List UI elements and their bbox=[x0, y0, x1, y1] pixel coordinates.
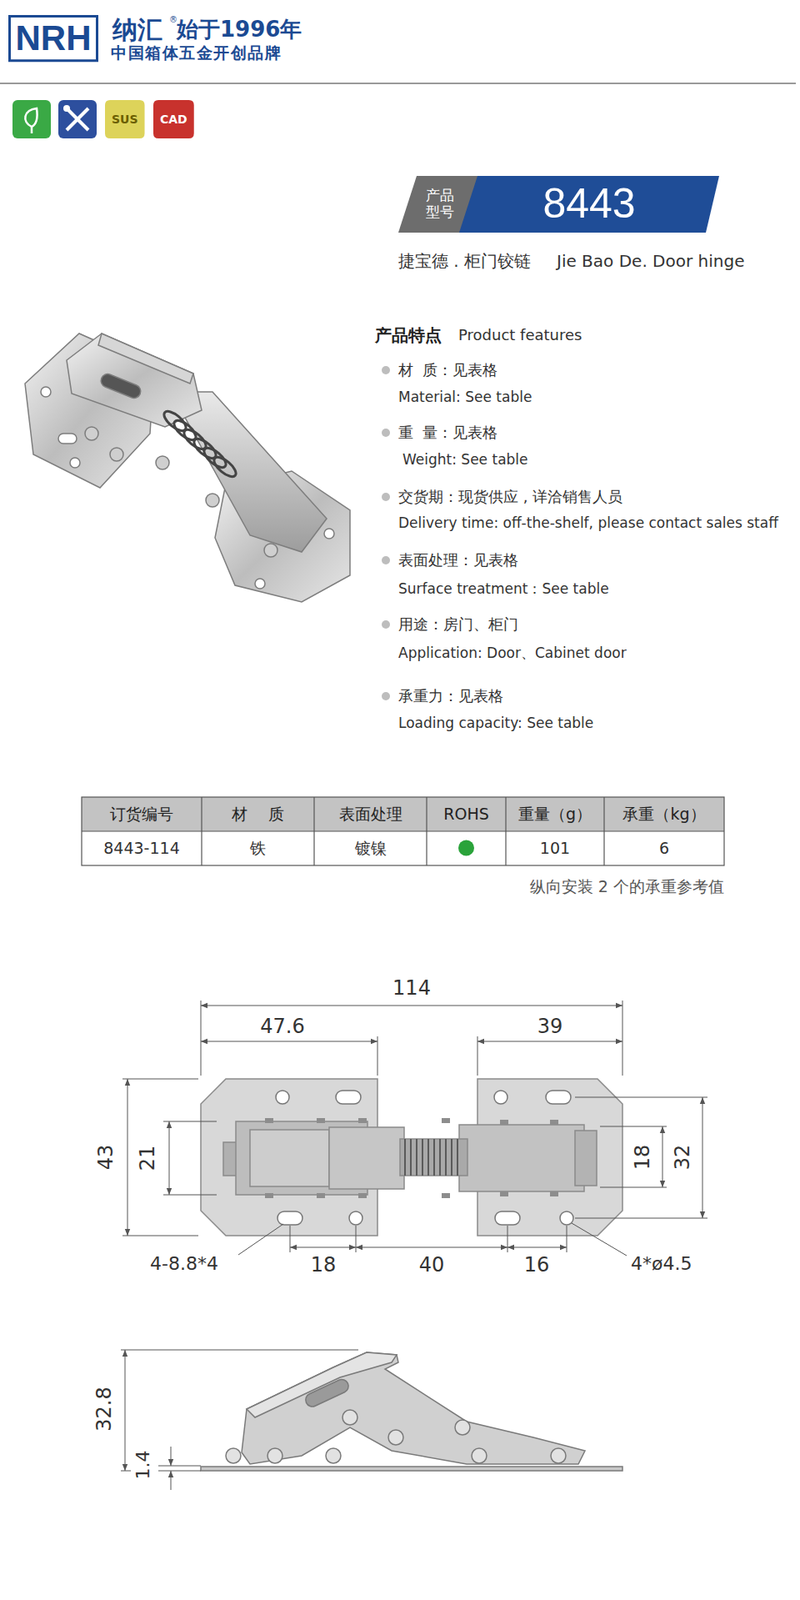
table-header: ROHS bbox=[443, 805, 490, 824]
feature-text: 材 质：见表格 bbox=[398, 361, 498, 380]
eco-icon bbox=[12, 100, 51, 139]
dimension-label: 47.6 bbox=[260, 1015, 305, 1039]
table-header: 材 质 bbox=[231, 805, 284, 824]
feature-text: 承重力：见表格 bbox=[398, 687, 504, 705]
feature-text: Delivery time: off-the-shelf, please con… bbox=[398, 515, 779, 532]
dimension-lines bbox=[122, 1000, 708, 1255]
table-cell: 镀镍 bbox=[355, 839, 387, 858]
table-cell: 8443-114 bbox=[103, 839, 180, 858]
feature-text: 交货期：现货供应 , 详洽销售人员 bbox=[398, 488, 623, 506]
table-header: 表面处理 bbox=[339, 805, 403, 824]
dimension-label: 1.4 bbox=[132, 1450, 154, 1480]
feature-bullets bbox=[381, 365, 390, 700]
table-header: 订货编号 bbox=[110, 805, 174, 824]
feature-text: Application: Door、Cabinet door bbox=[398, 645, 627, 662]
table-note: 纵向安装 2 个的承重参考值 bbox=[530, 877, 725, 896]
node-text: SUS bbox=[111, 112, 139, 126]
feature-text: 表面处理：见表格 bbox=[398, 551, 519, 570]
trademark: ® bbox=[169, 15, 178, 25]
table-cell: 铁 bbox=[250, 839, 266, 858]
header-rule bbox=[0, 82, 796, 85]
table-cell: 101 bbox=[540, 839, 570, 858]
dimension-label: 114 bbox=[392, 976, 431, 1000]
node-shape bbox=[153, 100, 195, 139]
dimension-label: 32.8 bbox=[93, 1385, 117, 1430]
material-icon: SUS bbox=[105, 100, 145, 139]
table-cell: 6 bbox=[659, 839, 670, 858]
logo-box: NRH bbox=[8, 15, 99, 62]
dimension-label: 4-8.8*4 bbox=[150, 1252, 219, 1274]
node-text: 8443 bbox=[542, 180, 635, 229]
feature-text: Weight: See table bbox=[402, 451, 529, 469]
spec-table bbox=[81, 796, 725, 865]
feature-text: Surface treatment：See table bbox=[398, 580, 610, 598]
product-name: 捷宝德 . 柜门铰链 bbox=[398, 251, 531, 271]
dimension-label: 43 bbox=[95, 1144, 119, 1170]
node-text: CAD bbox=[160, 112, 188, 126]
dimension-label: 18 bbox=[310, 1253, 337, 1277]
hinge-side-view bbox=[200, 1351, 623, 1470]
dimension-label: 18 bbox=[631, 1144, 655, 1170]
dimension-label: 40 bbox=[419, 1253, 445, 1277]
dimension-label: 4*ø4.5 bbox=[630, 1252, 692, 1274]
brand-slogan: 始于1996年 bbox=[176, 17, 302, 43]
product-name: Jie Bao De. Door hinge bbox=[556, 251, 745, 271]
rohs-dot bbox=[458, 840, 475, 856]
feature-text: 重 量：见表格 bbox=[398, 424, 498, 442]
dimension-lines bbox=[120, 1349, 359, 1490]
section-heading: Product features bbox=[458, 326, 582, 345]
dimension-label: 39 bbox=[537, 1015, 564, 1039]
feature-text: Loading capacity: See table bbox=[398, 715, 594, 732]
node-text: NRH bbox=[15, 18, 92, 59]
table-header: 重量（g） bbox=[518, 805, 592, 824]
dimension-label: 16 bbox=[524, 1253, 550, 1277]
model-number-badge: 8443 bbox=[459, 175, 720, 233]
dimension-label: 21 bbox=[136, 1145, 160, 1171]
dimension-label: 32 bbox=[671, 1144, 695, 1170]
brand-tagline: 中国箱体五金开创品牌 bbox=[110, 44, 282, 63]
tool-icon bbox=[58, 100, 97, 139]
table-header: 承重（kg） bbox=[622, 805, 705, 824]
node-shape bbox=[459, 175, 720, 233]
feature-text: 用途：房门、柜门 bbox=[398, 615, 519, 634]
hinge-photo bbox=[25, 333, 350, 602]
node-text: 产品 型号 bbox=[423, 187, 456, 220]
section-heading: 产品特点 bbox=[375, 325, 442, 345]
hinge-top-view bbox=[200, 1078, 623, 1235]
cad-icon: CAD bbox=[153, 100, 195, 139]
node-shape bbox=[10, 16, 98, 61]
feature-text: Material: See table bbox=[398, 389, 532, 406]
node-shape bbox=[105, 100, 145, 139]
brand-name: 纳汇 bbox=[112, 15, 163, 45]
